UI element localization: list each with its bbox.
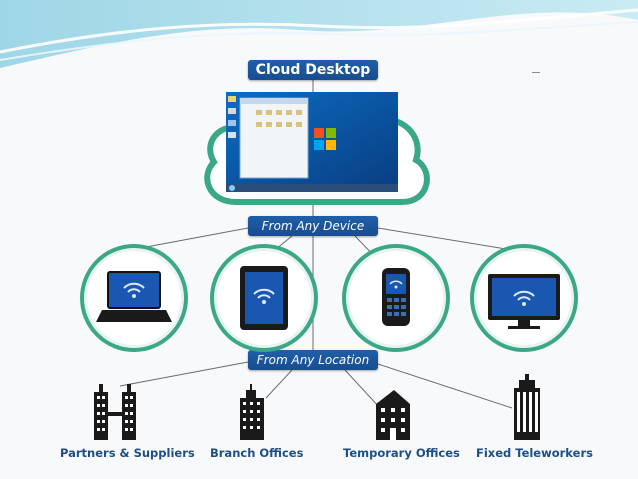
laptop-icon [96, 271, 172, 322]
small-building-icon [376, 390, 410, 440]
header-swoosh [0, 0, 638, 70]
location-label-partners: Partners & Suppliers [60, 446, 195, 460]
cloud-desktop-title: Cloud Desktop [248, 60, 378, 80]
twin-towers-icon [94, 384, 136, 440]
device-phone [342, 244, 450, 352]
tablet-icon [240, 266, 288, 330]
location-label-branch: Branch Offices [210, 446, 304, 460]
office-building-icon [240, 384, 264, 440]
device-tablet [210, 244, 318, 352]
from-any-device-label: From Any Device [248, 216, 378, 236]
from-any-location-label: From Any Location [248, 350, 378, 370]
tower-building-icon [514, 374, 540, 440]
phone-icon [382, 268, 410, 326]
location-label-teleworkers: Fixed Teleworkers [476, 446, 593, 460]
device-laptop [80, 244, 188, 352]
monitor-icon [488, 274, 560, 329]
divider-dash [532, 72, 540, 73]
desktop-screenshot [226, 92, 398, 192]
device-monitor [470, 244, 578, 352]
location-label-temporary: Temporary Offices [343, 446, 460, 460]
